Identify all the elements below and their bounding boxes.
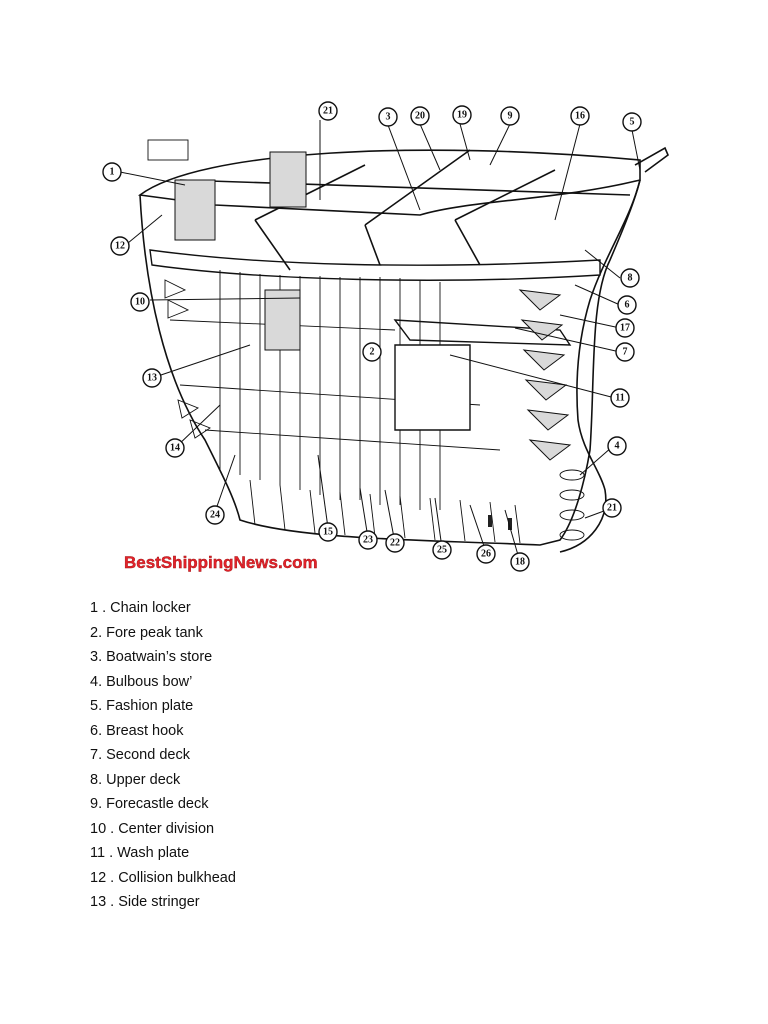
svg-text:2: 2 (370, 347, 375, 358)
svg-text:3: 3 (386, 112, 391, 123)
legend-item: 10 . Center division (90, 820, 215, 837)
callout-26: 26 (476, 544, 496, 564)
svg-text:13: 13 (147, 373, 157, 384)
callout-18: 18 (510, 552, 530, 572)
chain-locker-2 (269, 151, 307, 208)
svg-text:20: 20 (415, 111, 425, 122)
callout-15: 15 (318, 522, 338, 542)
legend-item: 13 . Side stringer (90, 894, 200, 910)
svg-text:16: 16 (575, 111, 585, 122)
windlass-block (147, 139, 189, 161)
svg-text:14: 14 (170, 443, 180, 454)
svg-text:19: 19 (457, 110, 467, 121)
watermark-text: BestShippingNews.com (124, 553, 318, 572)
legend-item: 7. Second deck (90, 747, 190, 763)
svg-text:12: 12 (115, 241, 125, 252)
svg-text:10: 10 (135, 297, 145, 308)
callout-1: 1 (102, 162, 122, 182)
callout-23: 23 (358, 530, 378, 550)
bow-stem-outline (559, 179, 641, 553)
callout-9: 9 (500, 106, 520, 126)
callout-25: 25 (432, 540, 452, 560)
chain-locker (174, 179, 216, 241)
callout-5: 5 (622, 112, 642, 132)
breast-hooks (518, 289, 572, 461)
legend-item: 11 . Wash plate (90, 845, 190, 861)
svg-text:22: 22 (390, 538, 400, 549)
callout-17: 17 (615, 318, 635, 338)
callout-14: 14 (165, 438, 185, 458)
svg-text:15: 15 (323, 527, 333, 538)
legend-item: 5. Fashion plate (90, 698, 194, 714)
svg-text:21: 21 (323, 106, 333, 117)
callout-8: 8 (620, 268, 640, 288)
legend-item: 1 . Chain locker (90, 600, 191, 616)
wash-plate (394, 344, 471, 431)
hull-side-outline (139, 179, 641, 546)
legend-item: 12 . Collision bulkhead (90, 869, 236, 886)
callout-12: 12 (110, 236, 130, 256)
center-division (264, 289, 301, 351)
legend-item: 9. Forecastle deck (90, 796, 209, 812)
svg-text:6: 6 (625, 300, 630, 311)
callout-21-bow: 21 (602, 498, 622, 518)
svg-text:4: 4 (615, 441, 620, 452)
legend-item: 4. Bulbous bow’ (90, 673, 193, 690)
callout-22: 22 (385, 533, 405, 553)
callout-13: 13 (142, 368, 162, 388)
hull-drawing (137, 139, 669, 553)
callout-2: 2 (362, 342, 382, 362)
svg-text:7: 7 (623, 347, 628, 358)
side-frames (164, 279, 211, 439)
callout-21-top: 21 (318, 101, 338, 121)
svg-text:25: 25 (437, 545, 447, 556)
upper-deck-outline (149, 249, 601, 281)
svg-text:18: 18 (515, 557, 525, 568)
fashion-plate (634, 146, 669, 173)
callout-24: 24 (205, 505, 225, 525)
parts-legend: 1 . Chain locker 2. Fore peak tank 3. Bo… (90, 596, 236, 915)
legend-item: 8. Upper deck (90, 771, 181, 788)
deck-beams (179, 149, 631, 271)
bulkhead-plating (219, 270, 441, 510)
leader-lines (119, 120, 641, 563)
svg-text:1: 1 (110, 167, 115, 178)
svg-text:21: 21 (607, 503, 617, 514)
legend-item: 2. Fore peak tank (90, 624, 203, 641)
callout-20: 20 (410, 106, 430, 126)
svg-text:11: 11 (615, 393, 624, 404)
stringer-3 (204, 429, 501, 451)
legend-item: 3. Boatwain’s store (90, 649, 213, 665)
forecastle-deck-outline (137, 149, 641, 216)
svg-text:24: 24 (210, 510, 220, 521)
callout-6: 6 (617, 295, 637, 315)
second-deck-outline (393, 319, 572, 346)
callout-11: 11 (610, 388, 630, 408)
callout-16: 16 (570, 106, 590, 126)
svg-text:8: 8 (628, 273, 633, 284)
svg-text:26: 26 (481, 549, 491, 560)
legend-item: 6. Breast hook (90, 722, 184, 739)
bottom-floors (249, 479, 521, 544)
callout-4: 4 (607, 436, 627, 456)
callout-7: 7 (615, 342, 635, 362)
bulbous-bow-floors (559, 469, 585, 541)
svg-text:17: 17 (620, 323, 630, 334)
callout-10: 10 (130, 292, 150, 312)
ship-bow-structure-diagram: 1 2 3 4 5 6 7 8 9 10 11 12 13 14 15 16 1… (102, 101, 669, 572)
svg-text:9: 9 (508, 111, 513, 122)
callout-19: 19 (452, 105, 472, 125)
svg-text:23: 23 (363, 535, 373, 546)
callout-3: 3 (378, 107, 398, 127)
svg-text:5: 5 (630, 117, 635, 128)
